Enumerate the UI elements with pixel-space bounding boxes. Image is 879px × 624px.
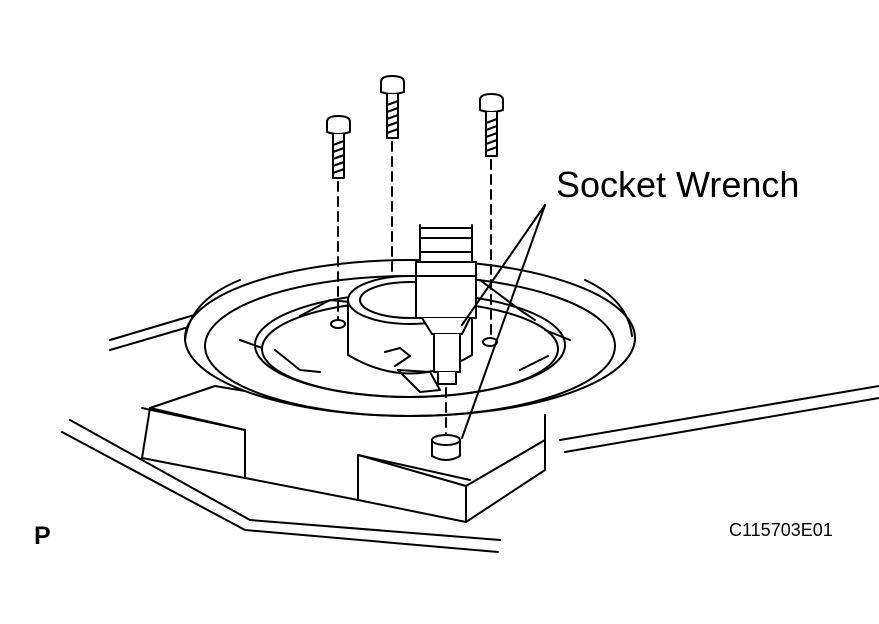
bolt-2 bbox=[380, 75, 405, 273]
bolt-3 bbox=[479, 93, 504, 336]
figure-code: C115703E01 bbox=[729, 520, 833, 540]
bolt-1 bbox=[326, 115, 351, 321]
socket-wrench-label: Socket Wrench bbox=[556, 164, 800, 205]
view-letter: P bbox=[34, 522, 51, 550]
callout-leaders bbox=[461, 204, 546, 439]
socket-wrench bbox=[415, 224, 477, 461]
workbench bbox=[61, 299, 879, 553]
